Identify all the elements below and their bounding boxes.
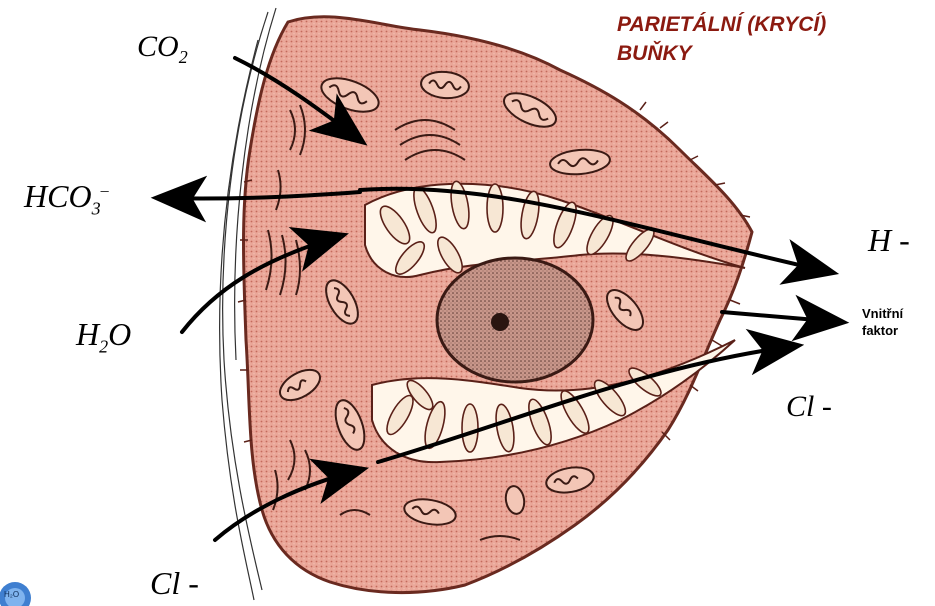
nucleolus [491, 313, 509, 331]
label-h2o: H2O [76, 316, 131, 357]
nucleus [437, 258, 593, 382]
label-cl-out: Cl - [786, 390, 832, 424]
label-co2: CO2 [137, 30, 188, 68]
vnitrni-faktor-arrow [722, 312, 840, 322]
title-line-1: PARIETÁLNÍ (KRYCÍ) [617, 10, 826, 39]
diagram-title: PARIETÁLNÍ (KRYCÍ) BUŇKY [617, 10, 826, 68]
title-line-2: BUŇKY [617, 39, 826, 68]
label-h-out: H - [868, 222, 910, 259]
label-cl-in: Cl - [150, 565, 199, 602]
corner-badge-label: H₂O [4, 590, 19, 599]
label-vnitrni-faktor: Vnitřní faktor [862, 305, 903, 339]
label-hco3: HCO3– [24, 178, 109, 219]
